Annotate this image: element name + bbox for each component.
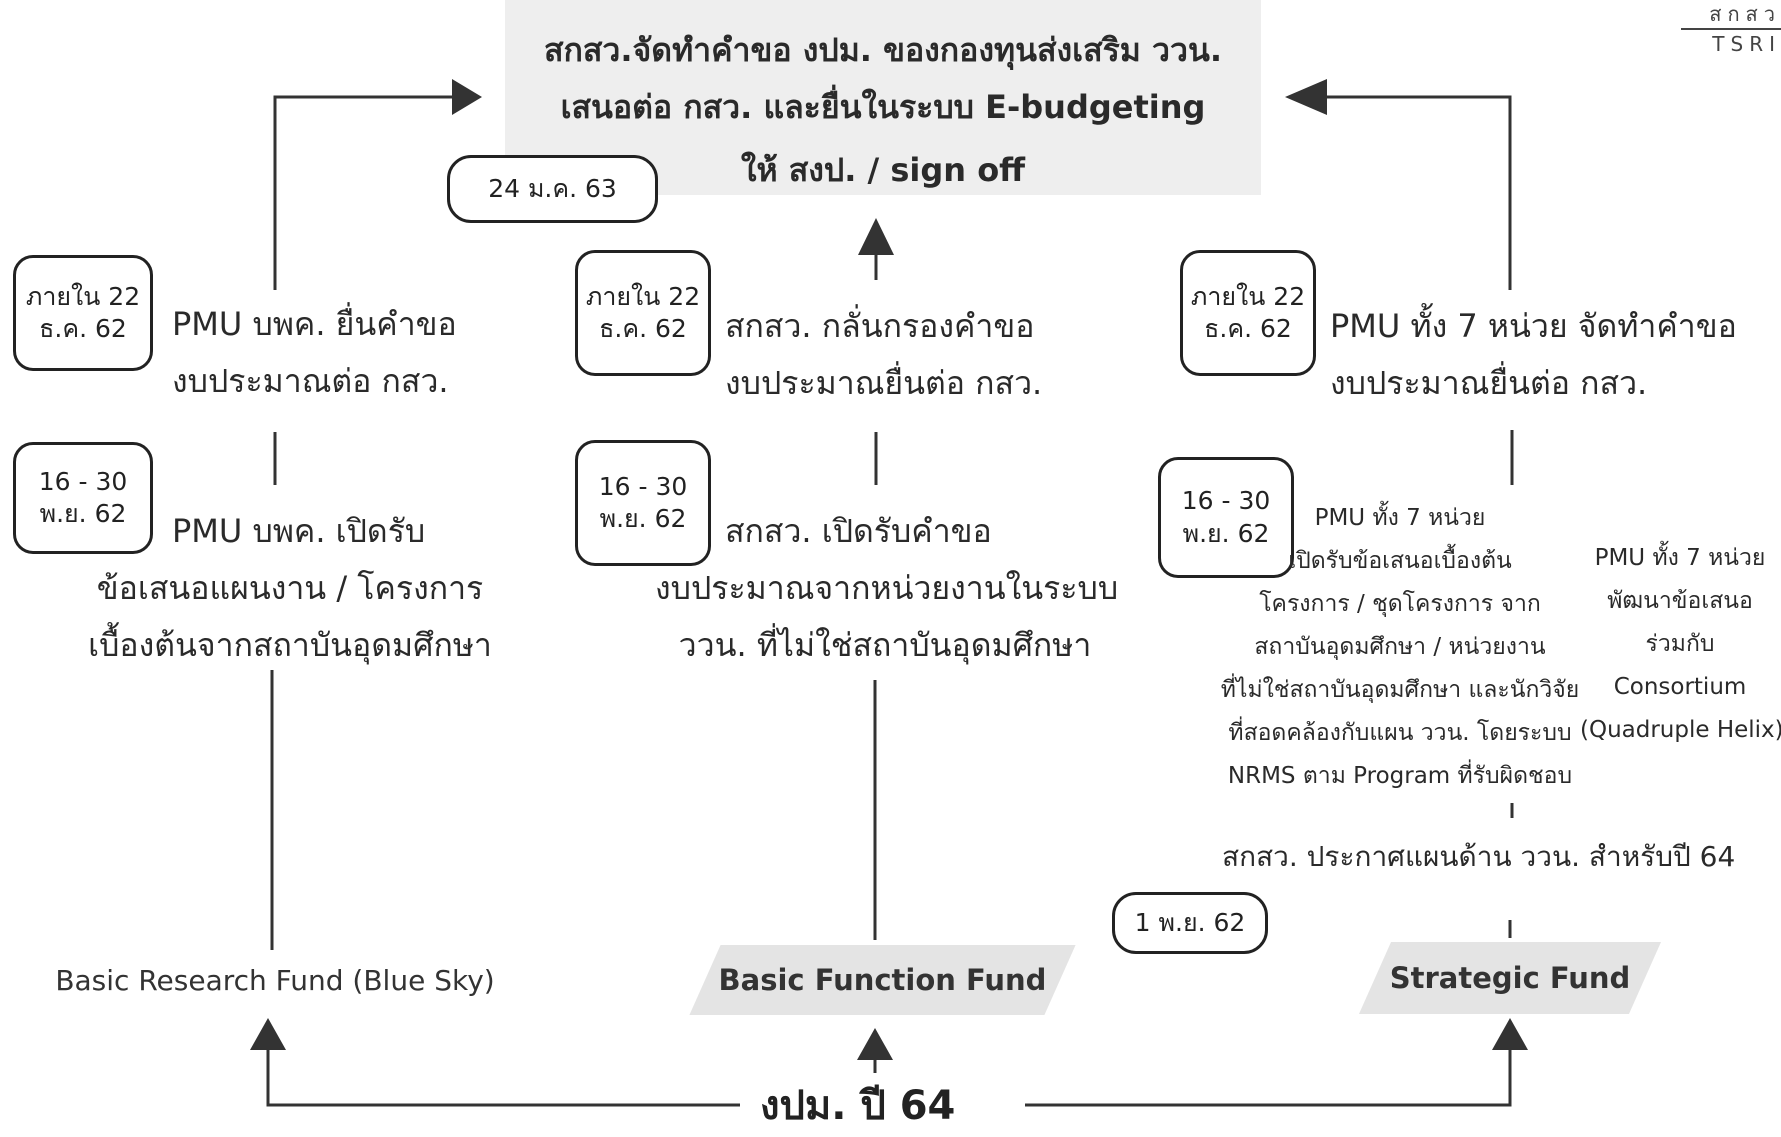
final-step-line-1: สกสว.จัดทำคำขอ งปม. ของกองทุนส่งเสริม วว…	[543, 31, 1222, 69]
arrow-middle-up	[857, 1028, 893, 1060]
middle-deadline-line-2: ธ.ค. 62	[599, 314, 687, 343]
left-deadline-line-1: ภายใน 22	[25, 281, 141, 311]
right-announce-step: สกสว. ประกาศแผนด้าน ววน. สำหรับปี 64	[1222, 840, 1736, 873]
left-deadline-date: ภายใน 22 ธ.ค. 62	[13, 255, 153, 371]
left-window-line-2: พ.ย. 62	[39, 499, 127, 528]
left-open-step: PMU บพค. เปิดรับ ข้อเสนอแผนงาน / โครงการ…	[75, 503, 505, 674]
left-open-line-3: เบื้องต้นจากสถาบันอุดมศึกษา	[88, 626, 492, 664]
left-window-date: 16 - 30 พ.ย. 62	[13, 442, 153, 554]
middle-screen-line-2: งบประมาณยื่นต่อ กสว.	[725, 364, 1043, 402]
right-window-line-2: พ.ย. 62	[1182, 518, 1270, 548]
right-open-step: PMU ทั้ง 7 หน่วย เปิดรับข้อเสนอเบื้องต้น…	[1170, 497, 1630, 798]
final-step-line-2: เสนอต่อ กสว. และยื่นในระบบ E-budgeting	[560, 88, 1206, 126]
right-open-line-6: ที่สอดคล้องกับแผน ววน. โดยระบบ	[1228, 720, 1572, 746]
consortium-line-5: (Quadruple Helix)	[1580, 717, 1781, 743]
right-window-date: 16 - 30 พ.ย. 62	[1158, 457, 1294, 578]
right-deadline-line-2: ธ.ค. 62	[1204, 314, 1292, 343]
right-deadline-date: ภายใน 22 ธ.ค. 62	[1180, 250, 1316, 376]
final-step-date-text: 24 ม.ค. 63	[488, 173, 617, 203]
right-window-line-1: 16 - 30	[1181, 486, 1271, 515]
arrow-left-up	[250, 1018, 286, 1050]
middle-screen-line-1: สกสว. กลั่นกรองคำขอ	[725, 307, 1035, 345]
tsri-logo: สกสว TSRI	[1681, 0, 1781, 58]
basic-function-fund: Basic Function Fund	[689, 945, 1076, 1015]
basic-research-fund-label: Basic Research Fund (Blue Sky)	[55, 963, 495, 997]
middle-open-line-1: สกสว. เปิดรับคำขอ	[725, 512, 992, 550]
middle-open-line-3: ววน. ที่ไม่ใช่สถาบันอุดมศึกษา	[678, 626, 1092, 664]
right-line-top	[1327, 95, 1512, 290]
right-prepare-line-1: PMU ทั้ง 7 หน่วย จัดทำคำขอ	[1330, 307, 1737, 345]
arrow-middle-top	[858, 218, 894, 255]
consortium-line-2: พัฒนาข้อเสนอ	[1607, 588, 1753, 614]
right-open-line-1: PMU ทั้ง 7 หน่วย	[1314, 505, 1486, 531]
logo-english: TSRI	[1712, 32, 1781, 56]
right-open-line-2: เปิดรับข้อเสนอเบื้องต้น	[1288, 548, 1512, 574]
strategic-fund-label: Strategic Fund	[1389, 961, 1631, 995]
right-prepare-step: PMU ทั้ง 7 หน่วย จัดทำคำขอ งบประมาณยื่นต…	[1330, 298, 1737, 412]
final-step-line-3: ให้ สงป. / sign off	[740, 151, 1026, 189]
budget-year-label: งปม. ปี 64	[740, 1073, 976, 1137]
right-consortium-note: PMU ทั้ง 7 หน่วย พัฒนาข้อเสนอ ร่วมกับ Co…	[1580, 537, 1781, 752]
left-submit-line-2: งบประมาณต่อ กสว.	[172, 362, 449, 400]
logo-thai: สกสว	[1709, 2, 1781, 26]
right-deadline-line-1: ภายใน 22	[1190, 281, 1306, 311]
middle-window-line-2: พ.ย. 62	[599, 504, 687, 533]
arrow-left-right	[452, 79, 482, 115]
middle-screen-step: สกสว. กลั่นกรองคำขอ งบประมาณยื่นต่อ กสว.	[725, 298, 1042, 412]
left-open-line-2: ข้อเสนอแผนงาน / โครงการ	[96, 569, 484, 607]
middle-deadline-date: ภายใน 22 ธ.ค. 62	[575, 250, 711, 376]
logo-divider	[1681, 28, 1781, 30]
basic-function-fund-label: Basic Function Fund	[718, 963, 1047, 997]
consortium-line-4: Consortium	[1613, 674, 1747, 700]
consortium-line-3: ร่วมกับ	[1645, 631, 1715, 657]
right-open-line-4: สถาบันอุดมศึกษา / หน่วยงาน	[1254, 634, 1546, 660]
right-prepare-line-2: งบประมาณยื่นต่อ กสว.	[1330, 364, 1648, 402]
middle-open-step: สกสว. เปิดรับคำขอ งบประมาณจากหน่วยงานในร…	[655, 503, 1119, 674]
middle-window-line-1: 16 - 30	[598, 471, 688, 501]
right-open-line-3: โครงการ / ชุดโครงการ จาก	[1259, 591, 1541, 617]
right-open-line-5: ที่ไม่ใช่สถาบันอุดมศึกษา และนักวิจัย	[1220, 677, 1580, 703]
consortium-line-1: PMU ทั้ง 7 หน่วย	[1594, 545, 1766, 571]
bottom-connector-right	[1025, 1050, 1512, 1107]
arrow-right-left	[1285, 79, 1327, 115]
basic-research-fund: Basic Research Fund (Blue Sky)	[55, 945, 495, 1015]
left-window-line-1: 16 - 30	[38, 466, 128, 496]
left-open-line-1: PMU บพค. เปิดรับ	[172, 512, 426, 550]
left-line-top	[273, 95, 452, 290]
left-submit-line-1: PMU บพค. ยื่นคำขอ	[172, 305, 457, 343]
left-deadline-line-2: ธ.ค. 62	[39, 314, 127, 343]
right-announce-date: 1 พ.ย. 62	[1112, 892, 1268, 954]
right-announce-date-text: 1 พ.ย. 62	[1134, 907, 1246, 937]
left-submit-step: PMU บพค. ยื่นคำขอ งบประมาณต่อ กสว.	[172, 296, 457, 410]
bottom-connector-left	[266, 1050, 740, 1107]
arrow-right-up	[1492, 1018, 1528, 1050]
middle-open-line-2: งบประมาณจากหน่วยงานในระบบ	[655, 569, 1119, 607]
middle-deadline-line-1: ภายใน 22	[585, 281, 701, 311]
final-step-date: 24 ม.ค. 63	[447, 155, 658, 223]
middle-window-date: 16 - 30 พ.ย. 62	[575, 440, 711, 566]
right-open-line-7: NRMS ตาม Program ที่รับผิดชอบ	[1227, 763, 1573, 789]
strategic-fund: Strategic Fund	[1358, 942, 1662, 1014]
